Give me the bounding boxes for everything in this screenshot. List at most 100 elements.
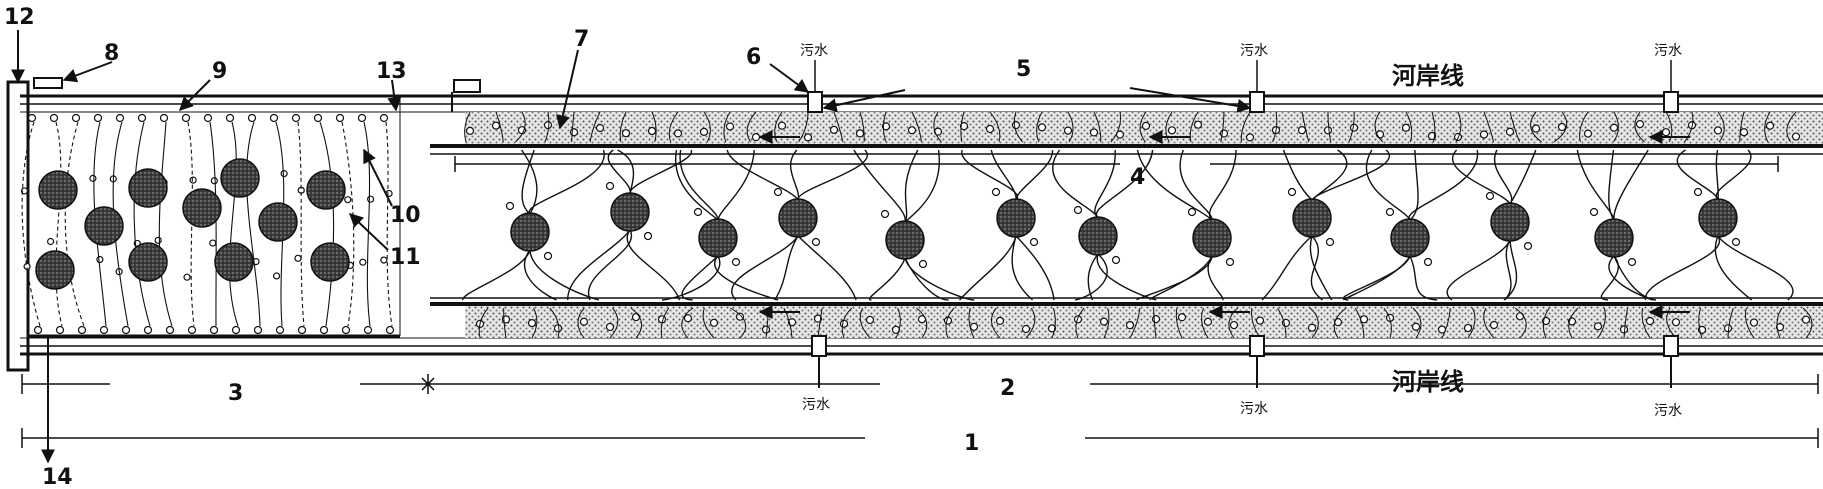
filler-fiber: [319, 121, 335, 327]
belt-fiber: [1129, 307, 1141, 339]
filler-fiber: [385, 121, 393, 327]
belt-fiber: [1802, 307, 1813, 339]
belt-fiber: [577, 307, 585, 339]
ball-filler: [182, 188, 222, 228]
filler-fiber: [1208, 149, 1237, 221]
filler-fiber: [1409, 149, 1419, 221]
filler-fiber: [521, 149, 538, 215]
suspension-node: [1177, 313, 1187, 322]
fiber-node: [280, 170, 288, 178]
belt-fiber: [1103, 307, 1110, 339]
filler-fiber: [1509, 149, 1537, 205]
suspension-node: [709, 318, 719, 327]
suspension-node: [137, 113, 147, 123]
belt-fiber: [478, 307, 489, 339]
suspension-node: [1531, 124, 1541, 133]
sewage-inlets-bottom: [811, 335, 1679, 388]
belt-fiber: [911, 111, 922, 143]
belt-fiber: [1455, 111, 1462, 143]
filler-fiber: [1149, 255, 1213, 301]
ball-filler: [1390, 218, 1430, 258]
dimension-lines: [21, 156, 1819, 448]
belt-fiber: [1383, 307, 1392, 339]
fiber-node: [272, 272, 281, 280]
belt-fiber: [544, 111, 550, 143]
belt-fiber: [1412, 307, 1422, 339]
suspension-node: [751, 133, 761, 142]
filler-fiber: [1074, 253, 1108, 301]
suspension-node: [1151, 315, 1161, 324]
belt-fiber: [1698, 307, 1703, 339]
suspension-node: [1089, 128, 1099, 137]
filler-fiber: [1011, 235, 1033, 301]
belt-fiber: [798, 111, 809, 143]
belt-fiber: [1348, 111, 1355, 143]
suspension-node: [1011, 121, 1021, 130]
belt-fiber: [1301, 111, 1310, 143]
suspension-node: [1037, 123, 1047, 132]
belt-fiber: [651, 111, 657, 143]
lower-pipe: [430, 297, 1823, 306]
suspension-node: [1583, 129, 1593, 138]
belt-fiber: [1228, 307, 1239, 339]
filler-fiber: [363, 121, 371, 327]
belt-fiber: [783, 307, 793, 339]
filler-fiber: [1136, 149, 1213, 221]
belt-fiber: [619, 111, 627, 143]
component-8-outlet: [33, 77, 481, 112]
belt-fiber: [1613, 111, 1619, 143]
suspension-node: [527, 318, 537, 328]
belt-fiber: [1634, 111, 1645, 143]
suspension-node: [1775, 323, 1785, 332]
fiber-node: [20, 187, 29, 195]
belt-fiber: [589, 111, 601, 143]
filler-fiber: [341, 121, 355, 327]
filler-fiber: [158, 121, 173, 327]
ball-fillers: [35, 158, 1738, 290]
lower-stipple-belt: [465, 304, 1823, 338]
suspension-node: [1765, 121, 1775, 130]
label-7: 7: [574, 27, 589, 52]
belt-fiber: [991, 307, 1001, 339]
belt-fiber: [1684, 111, 1694, 143]
suspension-node: [1063, 126, 1073, 135]
filler-fiber: [246, 121, 261, 327]
fiber-node: [366, 195, 375, 203]
belt-fiber: [681, 307, 694, 339]
belt-fiber: [702, 307, 715, 339]
suspension-node: [159, 113, 169, 123]
filler-fiber: [1087, 253, 1099, 301]
belt-fiber: [1623, 307, 1629, 339]
fiber-node: [543, 251, 553, 261]
suspension-node: [1411, 322, 1421, 331]
belt-fiber: [746, 111, 757, 143]
suspension-node: [1749, 318, 1759, 327]
belt-fiber: [1744, 307, 1755, 339]
belt-fiber: [859, 307, 871, 339]
filler-fiber: [774, 235, 799, 301]
ball-filler: [38, 170, 78, 210]
fiber-node: [183, 273, 191, 281]
flow-arrows: [758, 130, 1690, 319]
suspension-node: [491, 121, 501, 130]
belt-fiber: [1333, 307, 1347, 339]
suspension-node: [1401, 123, 1411, 132]
ball-filler: [306, 170, 346, 210]
fiber-node: [209, 239, 217, 247]
ball-filler: [1292, 198, 1332, 238]
suspension-node: [969, 322, 979, 331]
filler-fiber: [1342, 255, 1411, 301]
belt-fiber: [1568, 307, 1579, 339]
ball-filler: [1594, 218, 1634, 258]
suspension-node: [1661, 128, 1671, 137]
belt-fiber: [1727, 307, 1734, 339]
sewage-label-bottom-3: 污水: [1654, 403, 1682, 419]
suspension-node: [385, 325, 395, 335]
suspension-node: [1125, 321, 1135, 330]
belt-fiber: [1075, 307, 1085, 339]
fiber-node: [880, 209, 890, 219]
suspension-node: [297, 325, 307, 335]
fiber-node: [1225, 257, 1235, 267]
suspension-node: [1167, 126, 1177, 135]
